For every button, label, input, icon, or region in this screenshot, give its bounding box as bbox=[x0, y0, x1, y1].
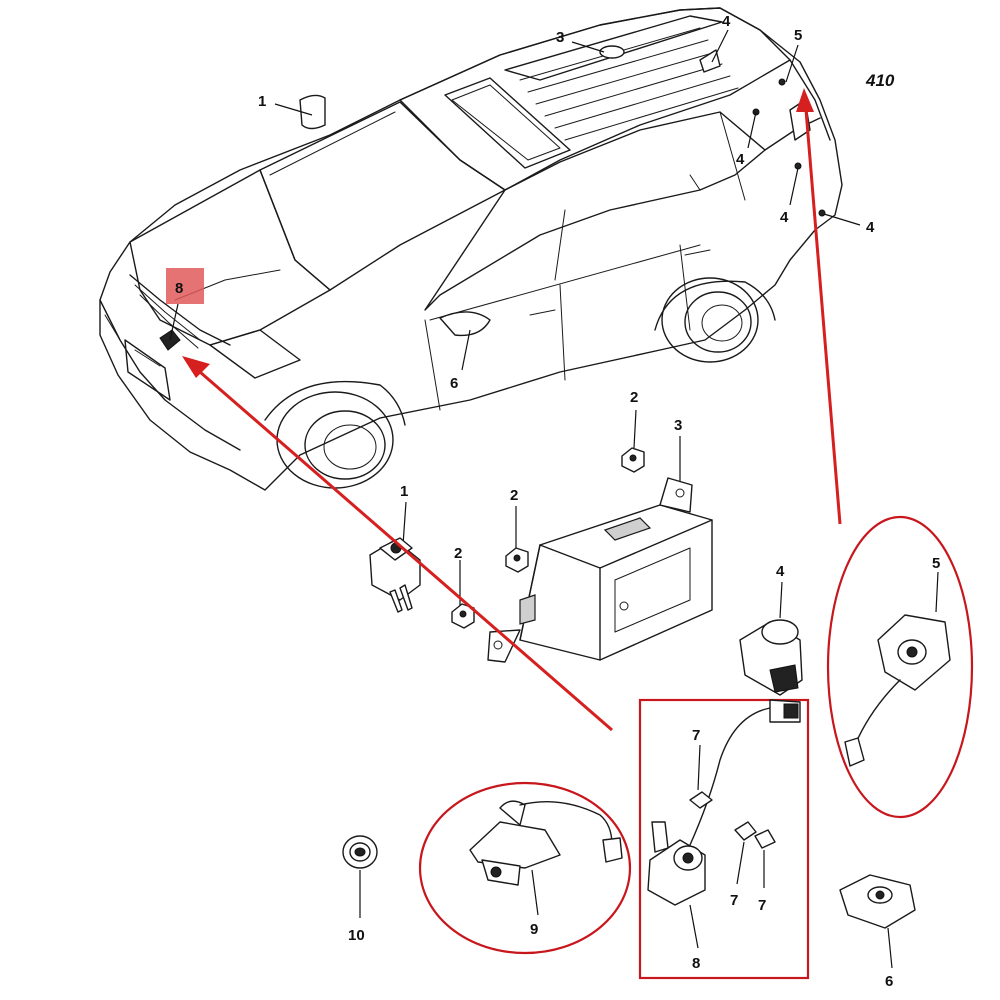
part-5-rear-camera: 5 bbox=[826, 515, 974, 819]
callout-part-10: 10 bbox=[348, 927, 365, 944]
highlight-label: 8 bbox=[175, 280, 183, 297]
callout-car-6: 6 bbox=[450, 375, 458, 392]
callout-car-3: 3 bbox=[556, 29, 564, 46]
callout-car-5: 5 bbox=[794, 27, 802, 44]
callout-part-4: 4 bbox=[776, 563, 785, 580]
part-2-nuts: 2 2 2 bbox=[451, 389, 645, 629]
figure-code: 410 bbox=[865, 71, 895, 90]
callout-car-4a: 4 bbox=[722, 13, 731, 30]
highlight-box-8 bbox=[638, 698, 810, 980]
arrow-to-front-camera bbox=[199, 370, 613, 732]
callout-part-7b: 7 bbox=[730, 892, 738, 909]
highlight-callout-8: 8 bbox=[166, 268, 204, 341]
callout-part-2a: 2 bbox=[630, 389, 638, 406]
callout-part-2b: 2 bbox=[510, 487, 518, 504]
callout-part-8: 8 bbox=[692, 955, 700, 972]
part-10-grommet: 10 bbox=[342, 835, 378, 944]
annotation-arrows bbox=[182, 88, 842, 732]
callout-part-7c: 7 bbox=[758, 897, 766, 914]
arrow-to-rear-camera bbox=[804, 109, 842, 525]
part-8-camera-group: 7 7 7 8 bbox=[638, 698, 810, 980]
callout-car-4b: 4 bbox=[736, 151, 745, 168]
part-6-bracket: 6 bbox=[839, 874, 916, 990]
callout-part-7a: 7 bbox=[692, 727, 700, 744]
callout-car-1: 1 bbox=[258, 93, 266, 110]
vehicle-callouts: 1 3 4 4 4 4 5 6 410 bbox=[258, 13, 895, 392]
callout-car-4d: 4 bbox=[866, 219, 875, 236]
callout-part-6: 6 bbox=[885, 973, 893, 990]
callout-part-1: 1 bbox=[400, 483, 408, 500]
arrow-head-rear bbox=[796, 88, 814, 112]
callout-part-2c: 2 bbox=[454, 545, 462, 562]
callout-part-3: 3 bbox=[674, 417, 682, 434]
part-3-control-module: 3 bbox=[487, 417, 713, 663]
callout-car-4c: 4 bbox=[780, 209, 789, 226]
callout-part-5: 5 bbox=[932, 555, 940, 572]
vehicle-illustration bbox=[99, 7, 843, 491]
callout-part-9: 9 bbox=[530, 921, 538, 938]
part-9-front-camera: 9 bbox=[418, 781, 632, 955]
highlight-ring-9 bbox=[418, 781, 632, 955]
arrow-head-front bbox=[182, 356, 210, 378]
part-1-switch: 1 bbox=[369, 483, 421, 613]
part-4-sensor: 4 bbox=[739, 563, 803, 696]
highlight-ring-5 bbox=[826, 515, 974, 819]
